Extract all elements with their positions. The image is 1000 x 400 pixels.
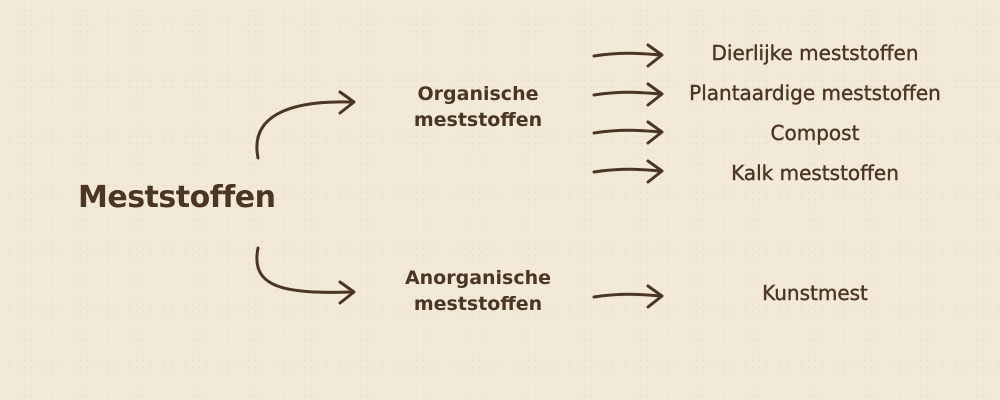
leaf-compost: Compost: [770, 121, 860, 145]
arrow-root-to-inorganic: [255, 246, 356, 305]
group-inorganic-label-line2: meststoffen: [413, 292, 543, 315]
leaf-plantaardige-meststoffen: Plantaardige meststoffen: [689, 81, 941, 105]
arrow-root-to-organic: [255, 90, 356, 160]
arrow-inorganic-to-kunstmest: [592, 284, 664, 309]
arrow-organic-to-plantaardige: [592, 82, 664, 107]
arrow-organic-to-compost: [592, 120, 664, 145]
leaf-kunstmest: Kunstmest: [762, 281, 868, 305]
leaf-kalk-meststoffen: Kalk meststoffen: [731, 161, 899, 185]
arrow-organic-to-kalk: [592, 159, 664, 184]
group-inorganic: Anorganische meststoffen: [378, 266, 578, 317]
root-node: Meststoffen: [78, 180, 276, 215]
group-organic-label-line1: Organische: [417, 83, 539, 105]
group-inorganic-label-line1: Anorganische: [404, 267, 552, 289]
group-organic-label-line2: meststoffen: [413, 108, 543, 131]
leaf-dierlijke-meststoffen: Dierlijke meststoffen: [711, 41, 919, 65]
group-organic: Organische meststoffen: [378, 82, 578, 133]
arrow-organic-to-dierlijke: [592, 43, 664, 68]
